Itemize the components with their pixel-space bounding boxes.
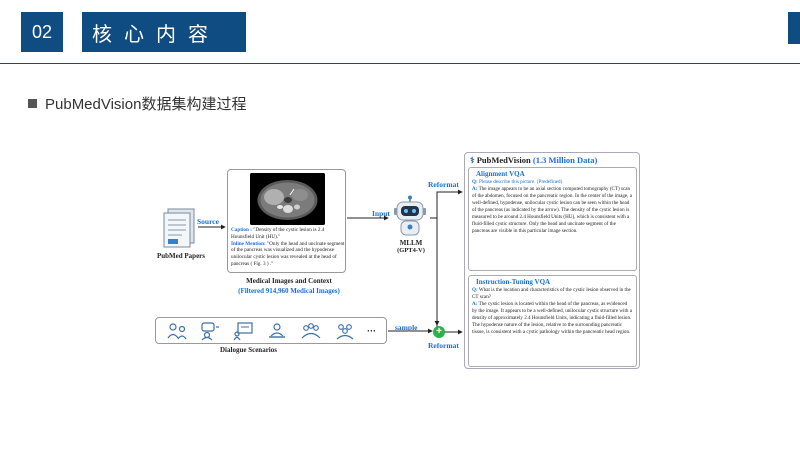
medical-team-icon <box>301 322 321 338</box>
sample-label: sample <box>395 323 418 332</box>
instruction-a-text: The cystic lesion is located within the … <box>472 301 632 336</box>
inline-mention-label: Inline Mention: <box>231 240 266 247</box>
pubmedvision-output-card: ⚕ PubMedVision (1.3 Million Data) Alignm… <box>464 152 640 369</box>
reformat-top-label: Reformat <box>428 180 459 189</box>
doctor-patient-icon <box>167 322 187 339</box>
alignment-vqa-card: Alignment VQA Q: Please describe this pi… <box>468 167 637 271</box>
document-stack-icon <box>163 208 195 248</box>
caption-label: Caption : <box>231 227 252 233</box>
pipeline-figure: PubMed Papers Source Caption : "Density … <box>150 147 650 372</box>
instruction-vqa-title: Instruction-Tuning VQA <box>476 278 551 286</box>
section-number-badge: 02 <box>21 12 63 52</box>
more-scenarios-ellipsis: ··· <box>367 325 377 336</box>
pubmedvision-count: (1.3 Million Data) <box>532 155 598 165</box>
caption-text: "Density of the cystic lesion is 2.4 Hou… <box>231 227 325 240</box>
alignment-q-label: Q: <box>472 179 478 185</box>
chat-consult-icon <box>201 321 220 340</box>
medical-images-count: (Filtered 914,960 Medical Images) <box>238 287 340 295</box>
pubmedvision-title: PubMedVision <box>476 155 531 165</box>
input-label: Input <box>372 209 390 218</box>
group-people-icon <box>336 323 353 339</box>
alignment-vqa-title: Alignment VQA <box>476 170 525 178</box>
alignment-a-label: A: <box>472 186 478 193</box>
ct-scan-image <box>250 173 325 225</box>
section-title: PubMedVision数据集构建过程 <box>45 96 247 113</box>
medical-image-card: Caption : "Density of the cystic lesion … <box>227 169 346 273</box>
instruction-vqa-content: Q: What is the location and characterist… <box>472 287 633 336</box>
reformat-bottom-label: Reformat <box>428 341 459 350</box>
dialogue-scenarios-label: Dialogue Scenarios <box>220 346 277 354</box>
instruction-q-label: Q: <box>472 287 478 293</box>
instruction-q-text: What is the location and characteristics… <box>472 287 631 301</box>
robot-icon <box>394 195 426 236</box>
caduceus-icon: ⚕ <box>470 155 475 165</box>
page-title: 核心内容 <box>82 12 246 52</box>
instruction-a-label: A: <box>472 301 478 308</box>
alignment-a-text: The image appears to be an axial section… <box>472 186 632 235</box>
medical-images-label: Medical Images and Context <box>246 277 332 285</box>
mllm-label: MLLM <box>399 239 423 247</box>
pubmed-papers-label: PubMed Papers <box>156 252 206 260</box>
inline-mention-text: "Only the head and uncinate segment of t… <box>231 240 345 267</box>
corner-accent <box>788 12 800 44</box>
instruction-vqa-card: Instruction-Tuning VQA Q: What is the lo… <box>468 275 637 367</box>
pubmedvision-header: ⚕ PubMedVision (1.3 Million Data) <box>470 155 640 166</box>
dialogue-scenarios-card: ··· <box>155 317 387 344</box>
alignment-q-text: Please describe this picture. (Predefine… <box>478 179 563 185</box>
source-label: Source <box>197 217 219 226</box>
presentation-board-icon <box>233 321 253 340</box>
section-heading: PubMedVision数据集构建过程 <box>28 93 246 114</box>
desk-worker-icon <box>269 322 286 338</box>
plus-combine-icon: + <box>433 326 445 338</box>
connector-arrows <box>198 189 463 335</box>
header-divider <box>0 63 800 64</box>
mllm-model-label: (GPT4-V) <box>397 247 425 254</box>
alignment-vqa-content: Q: Please describe this picture. (Predef… <box>472 179 633 235</box>
caption-text-block: Caption : "Density of the cystic lesion … <box>231 227 345 268</box>
square-bullet-icon <box>28 99 37 108</box>
